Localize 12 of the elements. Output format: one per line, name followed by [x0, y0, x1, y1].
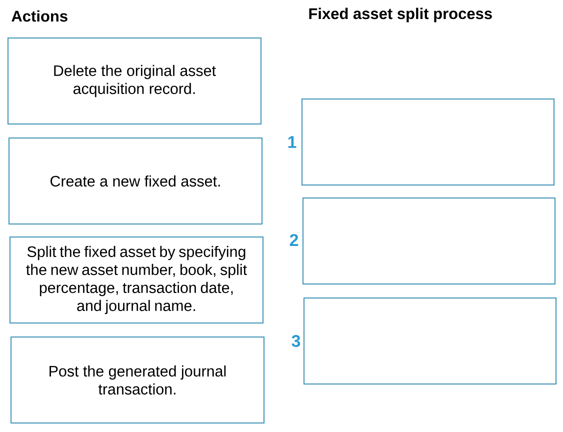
answer-box: [302, 198, 556, 284]
action-box: Split the fixed asset by specifying the new asset number, book, split percentage, transaction date, and journal name.: [10, 236, 264, 324]
column-heading: Fixed asset split process: [309, 8, 492, 22]
step-number: 2: [290, 234, 298, 246]
column-heading: Actions: [12, 10, 68, 22]
action-box: Post the generated journal transaction.: [10, 336, 264, 424]
action-box: Delete the original asset acquisition record.: [8, 38, 262, 124]
action-box: Create a new fixed asset.: [8, 138, 262, 224]
answer-box: [304, 298, 556, 384]
step-number: 1: [288, 136, 296, 148]
step-number: 3: [292, 334, 300, 348]
answer-box: [302, 98, 554, 186]
